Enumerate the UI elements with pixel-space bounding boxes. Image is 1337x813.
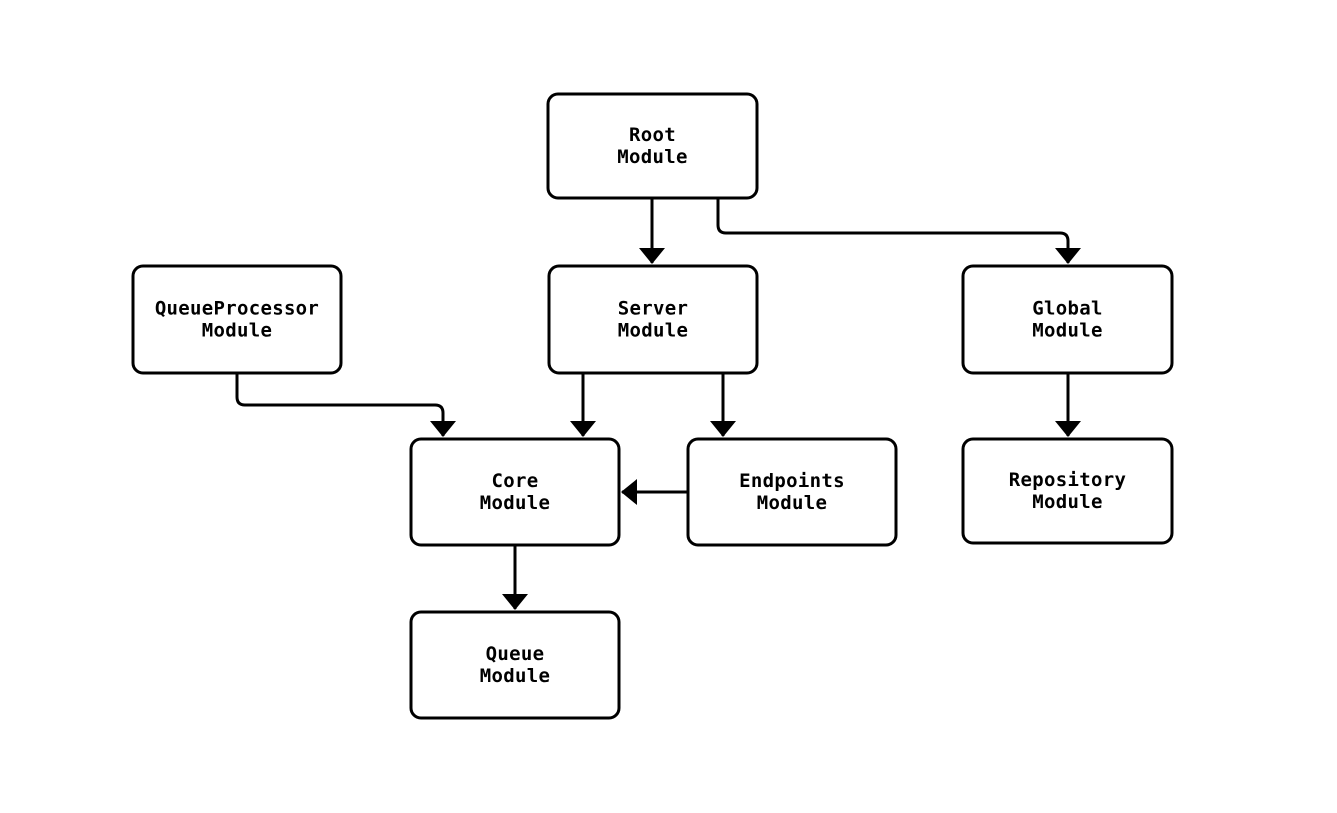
node-root-label-line2: Module — [617, 146, 687, 168]
node-global-label-line2: Module — [1032, 320, 1102, 342]
node-core-label-line2: Module — [480, 492, 550, 514]
edge-queueprocessor-to-core — [235, 373, 456, 437]
node-server-label-line2: Module — [618, 320, 688, 342]
node-repository-label-line2: Module — [1032, 491, 1102, 513]
node-root-label-line1: Root — [629, 124, 676, 146]
node-server-label-line1: Server — [618, 298, 688, 320]
edge-root-to-global — [716, 198, 1081, 264]
node-endpoints-label-line2: Module — [757, 492, 827, 514]
node-repository-label-line1: Repository — [1009, 469, 1126, 491]
node-queue-label-line2: Module — [480, 665, 550, 687]
node-queueprocessor-label-line2: Module — [202, 320, 272, 342]
node-queueprocessor-label-line1: QueueProcessor — [155, 298, 319, 320]
node-endpoints-label-line1: Endpoints — [739, 470, 845, 492]
node-global-label-line1: Global — [1032, 298, 1102, 320]
node-core-label-line1: Core — [492, 470, 539, 492]
node-queue-label-line1: Queue — [486, 643, 545, 665]
